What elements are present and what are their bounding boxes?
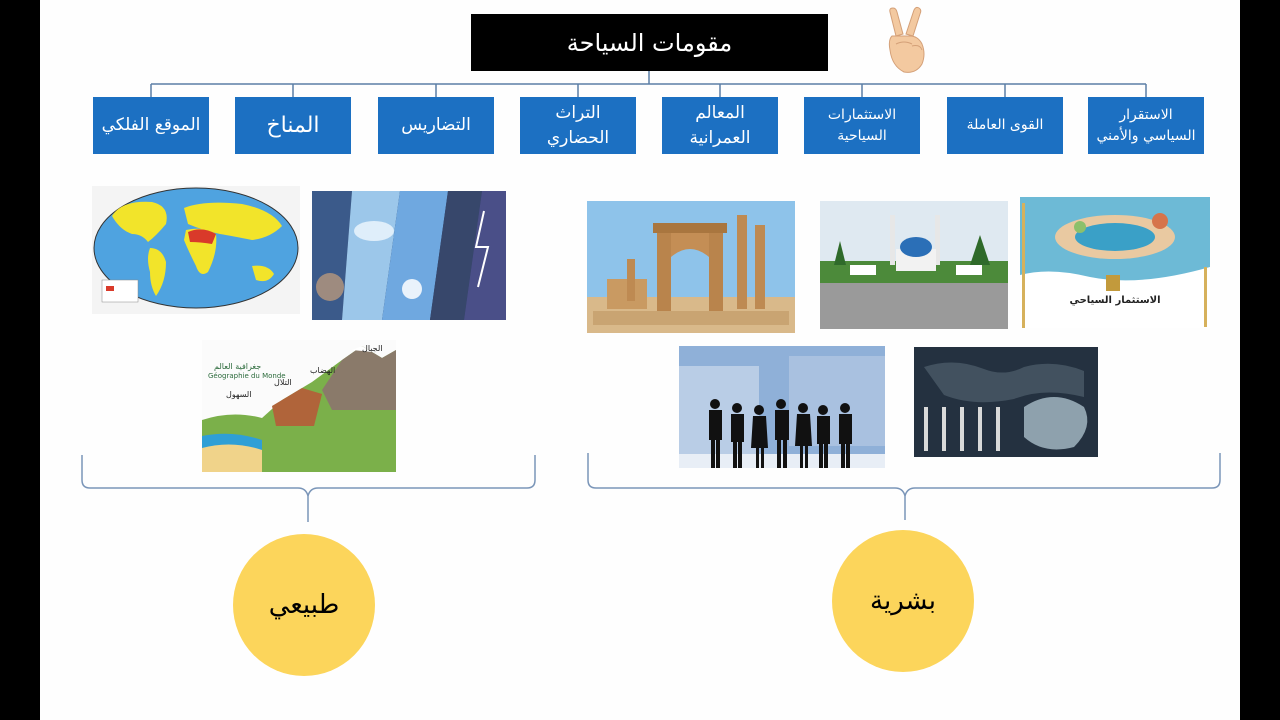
category-human-circle: بشرية: [832, 530, 974, 672]
natural-brace: [81, 455, 536, 522]
world-map-image: [92, 186, 300, 314]
terrain-label-plateaus: الهضاب: [310, 366, 336, 375]
terrain-infographic-subtitle: Géographie du Monde: [208, 372, 286, 380]
terrain-infographic-title: جغرافية العالم: [214, 362, 262, 371]
tourism-investment-caption: الاستثمار السياحي: [1069, 295, 1161, 306]
workforce-image: [679, 346, 885, 468]
terrain-label-plains: السهول: [226, 390, 252, 399]
stability-image: [914, 347, 1098, 457]
factor-astronomical-location: الموقع الفلكي: [93, 97, 209, 154]
factor-terrain: التضاريس: [378, 97, 494, 154]
terrain-infographic-image: جغرافية العالم Géographie du Monde الجبا…: [202, 340, 396, 472]
category-natural-circle: طبيعي: [233, 534, 375, 676]
connector-lines: [81, 71, 1221, 522]
climate-weather-image: [312, 191, 506, 320]
factor-climate: المناخ: [235, 97, 351, 154]
factor-tourism-investments: الاستثمارات السياحية: [804, 97, 920, 154]
urban-landmark-mosque-image: [820, 201, 1008, 329]
terrain-label-hills: التلال: [274, 378, 292, 387]
tourism-investment-image: الاستثمار السياحي: [1020, 197, 1210, 328]
factor-workforce: القوى العاملة: [947, 97, 1063, 154]
ancient-ruins-image: [587, 201, 795, 333]
slide: مقومات السياحة الموقع الفلكي المناخ التض…: [40, 0, 1240, 720]
factor-cultural-heritage: التراث الحضاري: [520, 97, 636, 154]
terrain-label-mountains: الجبال: [362, 344, 383, 353]
human-brace: [587, 453, 1221, 520]
diagram-title: مقومات السياحة: [471, 14, 828, 71]
factor-urban-landmarks: المعالم العمرانية: [662, 97, 778, 154]
factor-political-security-stability: الاستقرار السياسي والأمني: [1088, 97, 1204, 154]
victory-hand-icon: [888, 6, 925, 73]
